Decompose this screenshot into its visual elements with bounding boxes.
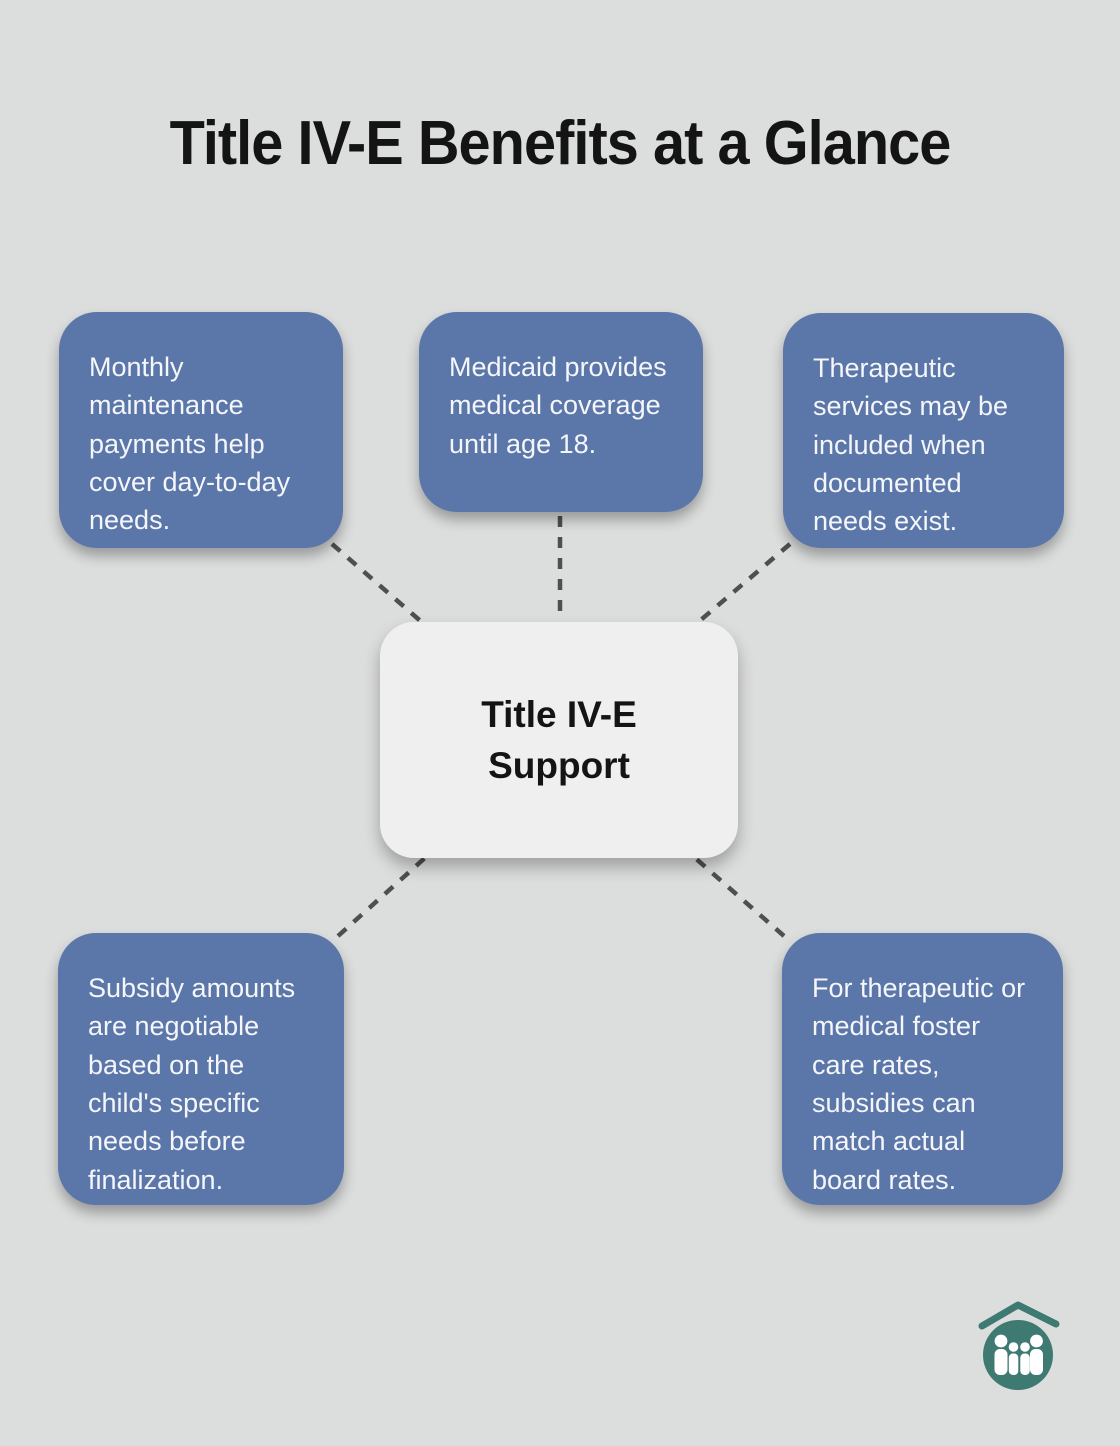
benefit-node-text: Subsidy amounts are negotiable based on … bbox=[88, 973, 296, 1195]
benefit-node-board-rates: For therapeutic or medical foster care r… bbox=[782, 933, 1063, 1205]
connector-bottom-left bbox=[336, 855, 428, 938]
connector-top-right bbox=[694, 542, 792, 626]
family-figures bbox=[994, 1334, 1043, 1375]
center-node-title-ive-support: Title IV-E Support bbox=[380, 622, 738, 858]
center-node-line1: Title IV-E bbox=[481, 693, 637, 735]
center-node-line2: Support bbox=[488, 745, 630, 786]
benefit-node-subsidy-negotiable: Subsidy amounts are negotiable based on … bbox=[58, 933, 344, 1205]
connector-bottom-right bbox=[692, 855, 786, 938]
benefit-node-text: For therapeutic or medical foster care r… bbox=[812, 973, 1026, 1195]
benefit-node-text: Therapeutic services may be included whe… bbox=[813, 353, 1009, 537]
benefit-node-text: Medicaid provides medical coverage until… bbox=[449, 352, 667, 459]
benefit-node-medicaid: Medicaid provides medical coverage until… bbox=[419, 312, 703, 512]
benefit-node-text: Monthly maintenance payments help cover … bbox=[89, 352, 291, 536]
connector-top-left bbox=[330, 542, 426, 626]
benefit-node-monthly-maintenance: Monthly maintenance payments help cover … bbox=[59, 312, 343, 548]
page-title: Title IV-E Benefits at a Glance bbox=[169, 109, 952, 178]
benefit-node-therapeutic-services: Therapeutic services may be included whe… bbox=[783, 313, 1064, 548]
family-under-roof-icon bbox=[978, 1301, 1060, 1390]
